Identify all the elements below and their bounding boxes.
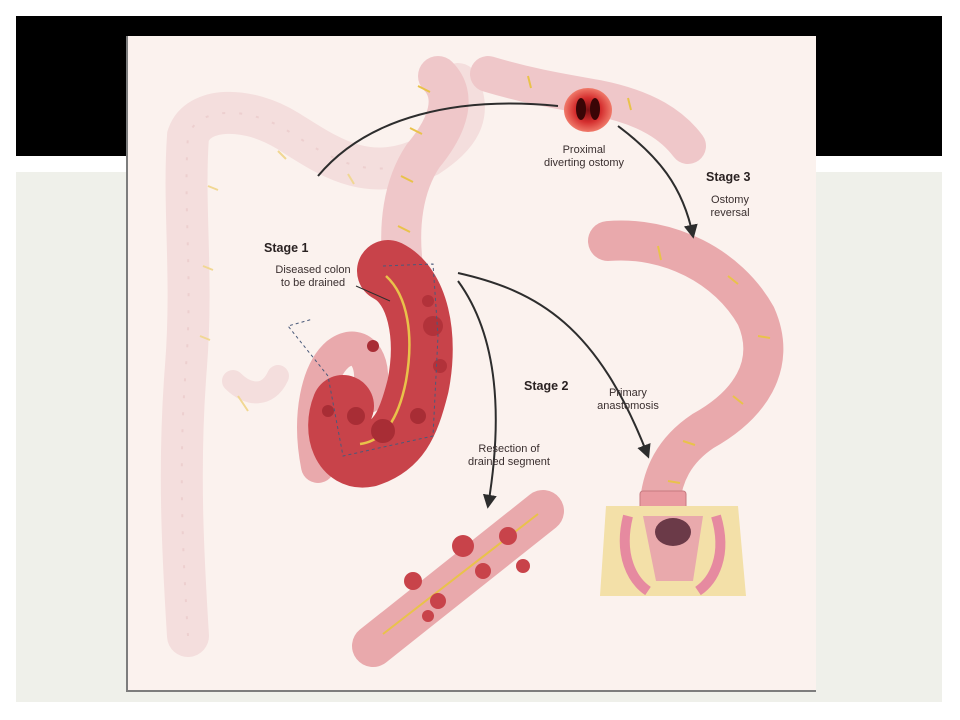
colon-diagram — [160, 56, 784, 667]
stage-2-label: Stage 2 — [524, 379, 569, 393]
colon-surgery-figure: Stage 1 Diseased colon to be drained Pro… — [126, 36, 816, 692]
resected-segment — [352, 490, 564, 667]
proximal-colon-with-ostomy — [470, 56, 706, 164]
primary-anastomosis-label: Primary anastomosis — [597, 387, 659, 412]
resection-label: Resection of drained segment — [468, 443, 550, 468]
descending-colon — [381, 56, 469, 286]
arrow-to-ostomy — [317, 102, 559, 177]
rectum-pelvis — [600, 506, 746, 596]
arrows — [317, 102, 698, 509]
arrow-resection — [457, 280, 497, 509]
stage-3-label: Stage 3 — [706, 170, 751, 184]
arrow-primary-anastomosis — [457, 272, 651, 459]
diseased-colon — [287, 240, 453, 488]
ostomy-reversal-label: Ostomy reversal — [710, 194, 750, 219]
arrow-ostomy-reversal — [617, 125, 698, 239]
proximal-ostomy-label: Proximal diverting ostomy — [543, 144, 625, 169]
stage-1-label: Stage 1 — [264, 241, 309, 255]
reconnected-colon — [588, 220, 784, 521]
ostomy-stoma-icon — [564, 88, 612, 132]
diseased-colon-label: Diseased colon to be drained — [275, 264, 351, 289]
